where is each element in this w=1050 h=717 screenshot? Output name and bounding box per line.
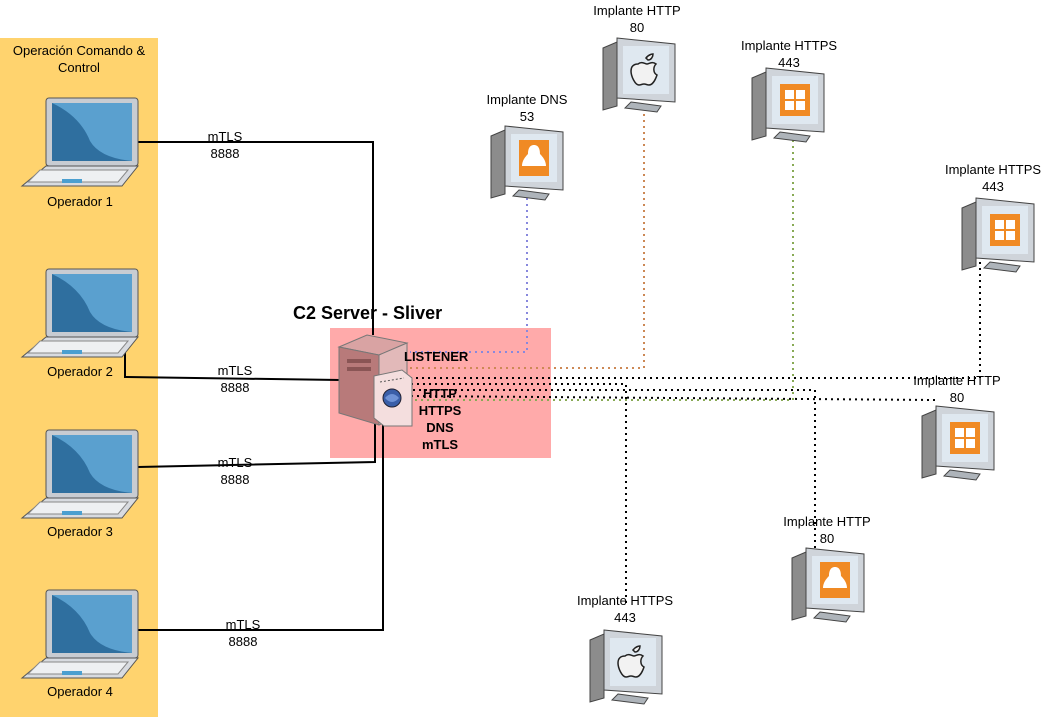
link-implant-http-3 (410, 389, 816, 560)
protocol-label: DNS (426, 420, 454, 435)
link-implant-dns (410, 192, 528, 353)
windows-icon (950, 422, 980, 454)
web-server-icon (373, 369, 413, 427)
link-implant-https-3 (410, 383, 627, 603)
listener-label: LISTENER (404, 349, 469, 364)
link-implant-https-2 (410, 262, 981, 379)
link-implant-http-1 (410, 108, 645, 369)
desktop-icon (921, 405, 995, 481)
desktop-icon (602, 37, 676, 113)
windows-icon (990, 214, 1020, 246)
laptop-icon (20, 97, 140, 187)
operators-panel-title: Operación Comando & Control (12, 43, 146, 75)
link-operador-2 (124, 345, 341, 381)
desktop-icon (961, 197, 1035, 273)
link-operador-1 (138, 141, 374, 335)
operator-label: Operador 4 (47, 684, 113, 699)
server-title: C2 Server - Sliver (293, 303, 443, 323)
protocol-label: HTTP (423, 386, 457, 401)
link-implant-https-1 (410, 128, 794, 401)
desktop-icon (751, 67, 825, 143)
operator-label: Operador 3 (47, 524, 113, 539)
operator-label: Operador 1 (47, 194, 113, 209)
link-operador-3 (137, 418, 376, 468)
operator-label: Operador 2 (47, 364, 113, 379)
server-protocols: HTTP HTTPS DNS mTLS (408, 385, 472, 453)
desktop-icon (589, 629, 663, 705)
desktop-icon (490, 125, 564, 201)
link-operador-4 (138, 422, 384, 631)
laptop-icon (20, 268, 140, 358)
protocol-label: mTLS (421, 437, 459, 452)
desktop-icon (791, 547, 865, 623)
laptop-icon (20, 589, 140, 679)
windows-icon (780, 84, 810, 116)
protocol-label: HTTPS (418, 403, 462, 418)
laptop-icon (20, 429, 140, 519)
